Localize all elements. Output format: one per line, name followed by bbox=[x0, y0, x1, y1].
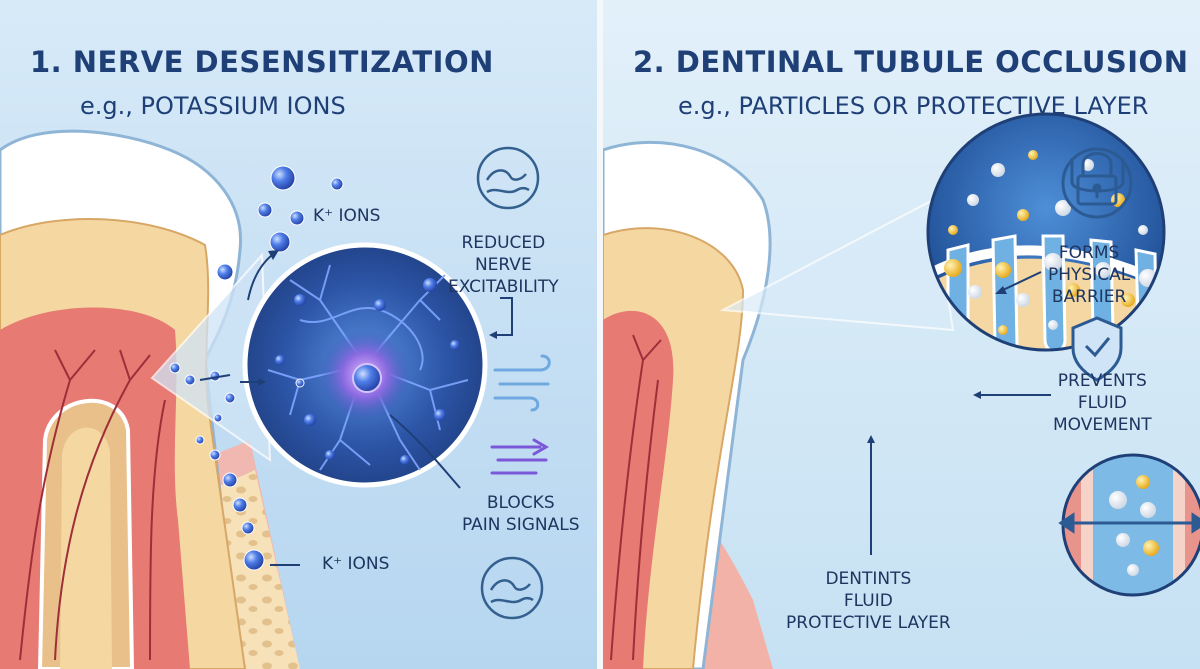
lock-icon bbox=[1061, 147, 1133, 219]
blocks-label-line: PAIN SIGNALS bbox=[462, 515, 580, 535]
panel-divider bbox=[597, 0, 603, 669]
ions-label-bottom: K⁺ IONS bbox=[322, 554, 390, 574]
wave-icon bbox=[476, 146, 540, 210]
fluid-arrows bbox=[1058, 512, 1200, 534]
prevents-label-line: FLUID bbox=[1077, 393, 1127, 413]
blocks-pain-label: BLOCKS PAIN SIGNALS bbox=[462, 492, 580, 536]
right-panel-subtitle: e.g., PARTICLES OR PROTECTIVE LAYER bbox=[678, 92, 1149, 120]
reduced-label-line: NERVE bbox=[474, 255, 532, 275]
reduced-label-line: EXCITABILITY bbox=[448, 277, 559, 297]
shield-check-icon bbox=[1071, 316, 1123, 382]
prevents-label-line: PREVENTS bbox=[1057, 371, 1147, 391]
magnified-fluid-lens bbox=[1058, 453, 1200, 597]
dentin-label-line: PROTECTIVE LAYER bbox=[786, 613, 951, 633]
tubule-occlusion-panel: 2. DENTINAL TUBULE OCCLUSION e.g., PARTI… bbox=[603, 0, 1200, 669]
dentin-fluid-label: DENTINTS FLUID PROTECTIVE LAYER bbox=[786, 568, 951, 634]
reduced-label-line: REDUCED bbox=[461, 233, 546, 253]
tooth-root-canal bbox=[60, 427, 112, 669]
physical-barrier-label: FORMS PHYSICAL BARRIER bbox=[1048, 242, 1130, 308]
barrier-label-line: FORMS bbox=[1058, 243, 1120, 263]
leader-lines bbox=[870, 271, 1051, 555]
dentin-label-line: DENTINTS bbox=[825, 569, 912, 589]
arrow-heads bbox=[258, 250, 497, 386]
blocks-label-line: BLOCKS bbox=[486, 493, 555, 513]
left-panel-title: 1. NERVE DESENSITIZATION bbox=[30, 45, 494, 79]
nerve-cell-nucleus bbox=[352, 363, 382, 393]
potassium-ions bbox=[169, 165, 344, 571]
barrier-label-line: PHYSICAL bbox=[1048, 265, 1131, 285]
nerve-desensitization-illustration bbox=[0, 129, 551, 669]
wind-icon bbox=[493, 354, 551, 412]
occluding-particles bbox=[944, 253, 1157, 335]
magnified-tubules-lens bbox=[926, 112, 1166, 352]
dentin-label-line: FLUID bbox=[843, 591, 893, 611]
tubule-occlusion-illustration bbox=[603, 112, 1200, 669]
right-panel-title: 2. DENTINAL TUBULE OCCLUSION bbox=[633, 45, 1189, 79]
reduced-excitability-label: REDUCED NERVE EXCITABILITY bbox=[448, 232, 559, 298]
ions-label-top: K⁺ IONS bbox=[313, 206, 381, 226]
wave-icon bbox=[480, 556, 544, 620]
left-panel-subtitle: e.g., POTASSIUM IONS bbox=[80, 92, 346, 120]
barrier-label-line: BARRIER bbox=[1051, 287, 1127, 307]
nerve-desensitization-panel: 1. NERVE DESENSITIZATION e.g., POTASSIUM… bbox=[0, 0, 597, 669]
prevents-movement-label: PREVENTS FLUID MOVEMENT bbox=[1053, 370, 1152, 436]
ion-flow-arrows bbox=[199, 254, 513, 566]
arrow-heads bbox=[867, 286, 1007, 443]
nerve-fibers bbox=[19, 349, 166, 661]
arrows-icon bbox=[490, 438, 549, 475]
nerve-fibers bbox=[610, 334, 662, 661]
prevents-label-line: MOVEMENT bbox=[1053, 415, 1152, 435]
lens-ions bbox=[275, 278, 460, 465]
